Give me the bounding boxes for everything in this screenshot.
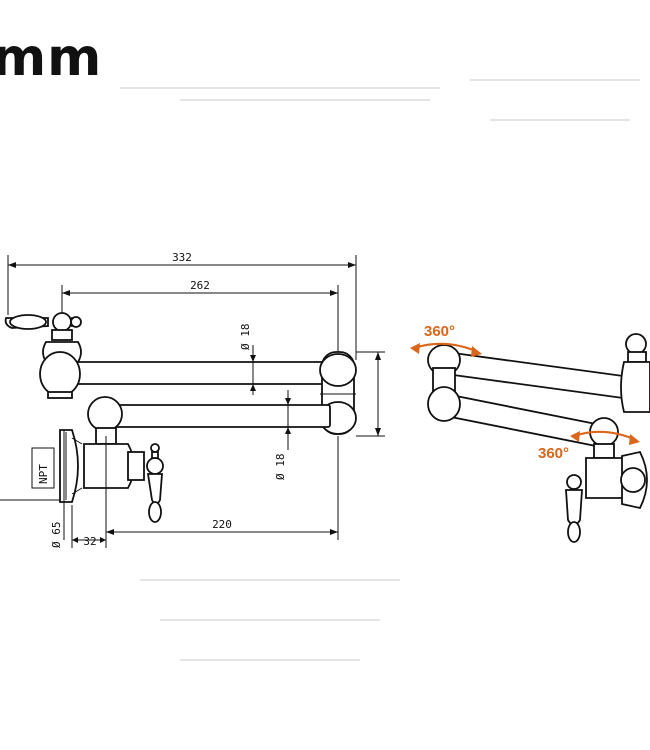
dim-height <box>356 351 385 437</box>
dim-upper-pipe-dia: Ø 18 <box>239 324 256 395</box>
perspective-upper-handle <box>620 333 650 413</box>
background-artifacts-lower <box>140 579 400 661</box>
dim-262-label: 262 <box>190 279 210 292</box>
perspective-view: 360° 360° <box>410 323 650 543</box>
unit-label: mm <box>0 28 103 88</box>
upper-rotation-label: 360° <box>424 323 455 340</box>
wall-mount-body <box>83 396 164 523</box>
dim-flange-dia: Ø 65 <box>50 430 65 549</box>
perspective-elbow <box>427 344 461 422</box>
npt-label: NPT <box>37 464 50 484</box>
side-view: 332 262 Ø 18 <box>0 251 385 548</box>
dim-32-label: 32 <box>83 535 96 548</box>
dim-lower-pipe-dia: Ø 18 <box>274 390 291 480</box>
perspective-upper-arm <box>445 350 639 402</box>
lower-pipe-dia-label: Ø 18 <box>274 454 287 481</box>
upper-spout-pipe <box>69 361 341 385</box>
perspective-lower-arm <box>445 392 607 450</box>
wall-flange <box>59 429 83 503</box>
dim-220-label: 220 <box>212 518 232 531</box>
upper-pipe-dia-label: Ø 18 <box>239 324 252 351</box>
dim-32: 32 <box>71 436 107 548</box>
dim-220: 220 <box>106 436 339 540</box>
dim-332: 332 <box>8 251 356 268</box>
lower-rotation-label: 360° <box>538 445 569 462</box>
upper-rotation-indicator: 360° <box>410 323 482 357</box>
lower-pipe <box>107 404 331 428</box>
dim-262: 262 <box>62 279 338 296</box>
background-artifacts <box>120 79 640 121</box>
npt-thread: NPT <box>0 447 60 501</box>
perspective-lower-swivel <box>565 417 648 543</box>
upper-valve-handle <box>4 312 82 399</box>
flange-dia-label: Ø 65 <box>50 522 63 549</box>
lower-rotation-indicator: 360° <box>538 430 640 462</box>
dim-332-label: 332 <box>172 251 192 264</box>
